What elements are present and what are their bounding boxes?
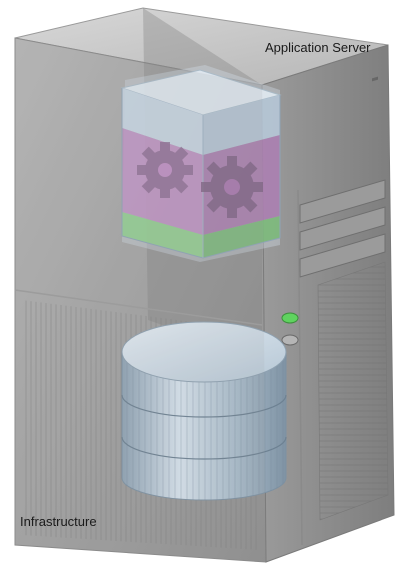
cube-glass-band (122, 88, 203, 155)
drive-bays (299, 76, 386, 278)
gear-icon (201, 156, 263, 218)
tower-divider (14, 289, 263, 326)
cylinder-top (121, 321, 287, 383)
power-button (281, 334, 299, 346)
disk-separator (121, 394, 287, 418)
tower-glass-overlay (15, 38, 266, 562)
application-server-label: Application Server (265, 40, 371, 55)
infrastructure-label: Infrastructure (20, 514, 97, 529)
side-vent-grille (317, 261, 389, 521)
database-cylinder (121, 321, 287, 501)
power-led (281, 312, 299, 324)
disk-separator (121, 436, 287, 460)
cube-green-band (122, 212, 203, 258)
application-cube (120, 65, 282, 262)
